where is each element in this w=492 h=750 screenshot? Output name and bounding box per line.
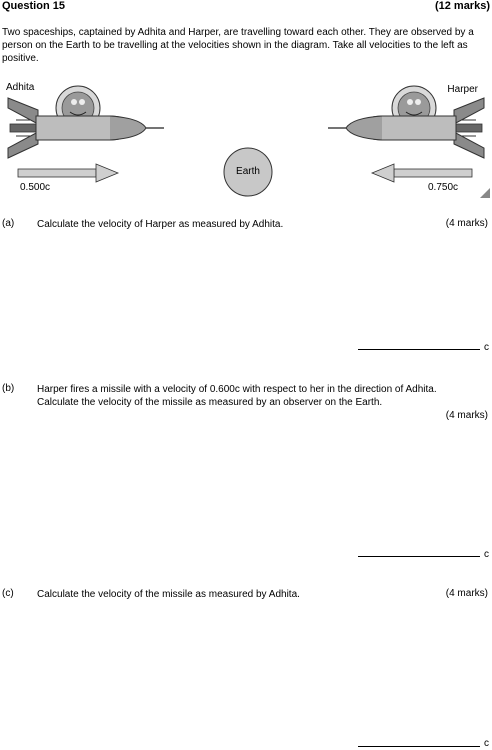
part-a-marks: (4 marks): [445, 218, 488, 229]
question-title: Question 15: [2, 0, 65, 12]
part-b-marks: (4 marks): [445, 410, 488, 421]
harper-velocity-arrow-icon: [370, 163, 473, 183]
part-a-letter: (a): [2, 218, 15, 229]
part-b-question: Harper fires a missile with a velocity o…: [37, 384, 437, 408]
adhita-velocity-arrow-icon: [17, 163, 120, 183]
harper-spaceship-icon: [328, 85, 485, 159]
harper-label: Harper: [447, 84, 478, 95]
part-b-unit: c: [484, 549, 489, 560]
part-b-answer-line[interactable]: [358, 556, 480, 557]
adhita-spaceship-icon: [7, 85, 164, 159]
part-c-question: Calculate the velocity of the missile as…: [37, 589, 300, 600]
earth-icon: [223, 147, 273, 197]
spaceship-diagram: [7, 85, 490, 198]
adhita-label: Adhita: [6, 82, 35, 93]
question-total-marks: (12 marks): [434, 0, 490, 12]
part-a-unit: c: [484, 342, 489, 353]
part-c-marks: (4 marks): [445, 588, 488, 599]
question-intro: Two spaceships, captained by Adhita and …: [2, 27, 474, 64]
part-a-answer-line[interactable]: [358, 349, 480, 350]
part-b-letter: (b): [2, 383, 15, 394]
part-a-question: Calculate the velocity of Harper as meas…: [37, 219, 284, 230]
adhita-velocity-label: 0.500c: [20, 182, 51, 193]
part-c-answer-line[interactable]: [358, 746, 480, 747]
part-c-unit: c: [484, 738, 489, 749]
earth-label: Earth: [236, 166, 260, 177]
part-c-letter: (c): [2, 588, 14, 599]
corner-mark-icon: [480, 188, 490, 198]
harper-velocity-label: 0.750c: [428, 182, 459, 193]
